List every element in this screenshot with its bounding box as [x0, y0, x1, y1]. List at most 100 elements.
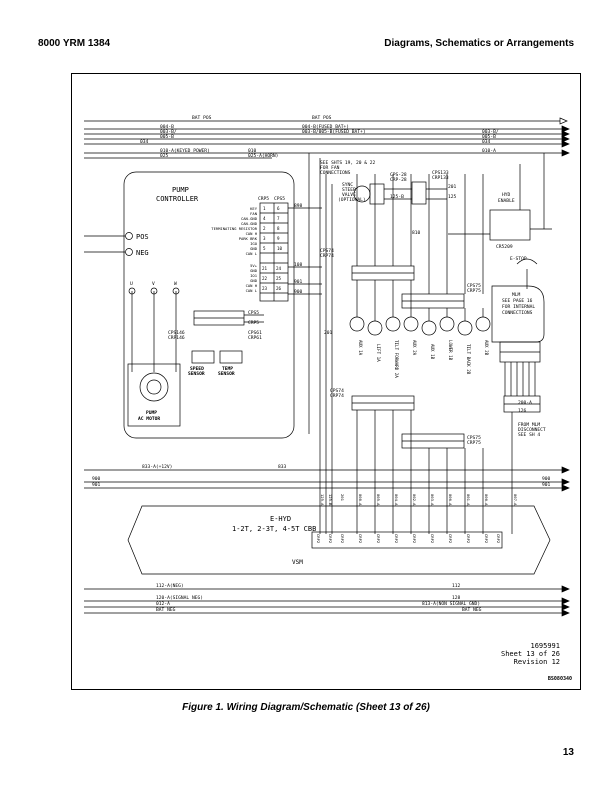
vsm-connector: CRP2 — [376, 534, 381, 543]
wire-label: 112 — [452, 583, 461, 589]
wire-label: 201 — [448, 184, 457, 190]
phase-label: V — [152, 281, 155, 287]
sensor-label: SPEED — [190, 366, 204, 372]
valve-label: TILT BACK 2B — [466, 344, 471, 375]
pin-number: 7 — [277, 216, 280, 221]
wire-label: 813-A(NON SIGNAL GND) — [422, 601, 480, 607]
wire-label: BAT POS — [312, 115, 332, 121]
sensor-label: SENSOR — [218, 371, 235, 377]
valve-label: AUX 1A — [358, 340, 363, 356]
note: SEE SHTS 19, 20 & 22 — [320, 160, 376, 166]
wire-label: 003-B/ — [160, 129, 177, 135]
wire-label: 125-B — [390, 194, 404, 200]
wire-label: 005-B — [482, 134, 496, 140]
vsm-wire: 125-B — [328, 494, 333, 506]
wire-label: 125 — [448, 194, 457, 200]
connector-label: CPS5 — [274, 196, 285, 202]
connector-label: CPS74 — [320, 248, 334, 254]
drawing-id: BS080340 — [548, 676, 572, 682]
connector-label: CRP75 — [467, 440, 481, 446]
wire-label: 112-A(NEG) — [156, 583, 184, 589]
phase-label: U — [130, 281, 133, 287]
vsm-connector: CRP2 — [496, 534, 501, 543]
valve-label: LOWER 1B — [448, 340, 453, 361]
note: HYD — [502, 192, 511, 198]
pin-label: CAN-GND — [241, 221, 258, 226]
running-header-left: 8000 YRM 1384 — [38, 38, 111, 49]
connector-label: CRP5 — [258, 196, 269, 202]
revision: Revision 12 — [514, 658, 560, 666]
note: ENABLE — [498, 198, 515, 204]
terminal-label: NEG — [136, 249, 149, 257]
connector-label: CRP5 — [248, 320, 259, 326]
vsm-wire: 800-A — [484, 494, 489, 506]
vsm-connector: CRP2 — [316, 534, 321, 543]
valve-label: LIFT 1A — [376, 344, 381, 362]
wire-label: 901 — [92, 482, 101, 488]
wire-label: 003-B/005-B(FUSED BAT+) — [302, 129, 366, 135]
valve-label: AUX 2A — [412, 340, 417, 356]
pin-number: 5 — [263, 246, 266, 251]
terminal-label: POS — [136, 233, 149, 241]
pin-number: 25 — [276, 276, 282, 281]
pin-label: GND — [250, 268, 258, 273]
connector-label: CRP75 — [467, 288, 481, 294]
running-header-right: Diagrams, Schematics or Arrangements — [384, 38, 574, 49]
wire-label: 201 — [324, 330, 333, 336]
pin-number: 1 — [263, 206, 266, 211]
controller-title: PUMP — [172, 186, 189, 194]
note: SEE PAGE 16 — [502, 298, 533, 304]
wire-label: 833-A(+12V) — [142, 464, 172, 470]
connector-label: CPS61 — [248, 330, 262, 336]
note: SEE SH 4 — [518, 432, 540, 438]
motor-label: PUMP — [146, 410, 157, 416]
wire-label: 010-A(KEYED POWER) — [160, 148, 210, 154]
drawing-number: 1695991 — [530, 642, 560, 650]
pin-label: GND — [250, 246, 258, 251]
wire-label: 004-B — [160, 124, 174, 130]
note: MLM — [512, 292, 521, 298]
pin-number: 10 — [277, 246, 283, 251]
connector-label: CPS75 — [467, 435, 481, 441]
note: VALVE — [342, 192, 356, 198]
wire-label: 025 — [160, 153, 169, 159]
connector-label: CPS133 — [432, 170, 449, 176]
connector-label: CPS75 — [467, 283, 481, 289]
vsm-label: VSM — [292, 559, 303, 566]
pin-label: CAN H — [246, 231, 258, 236]
wire-label: 833 — [278, 464, 287, 470]
note: E-STOP — [510, 256, 527, 262]
pin-number: 26 — [276, 286, 282, 291]
note: FOR INTERNAL — [502, 304, 535, 310]
valve-label: TILT FORWARD 2A — [394, 340, 399, 378]
pin-label: FAN — [250, 211, 258, 216]
vsm-connector: CRP2 — [340, 534, 345, 543]
connector-label: CPS146 — [168, 330, 185, 336]
wire-label: 003-B/ — [482, 129, 499, 135]
page-number: 13 — [562, 747, 574, 758]
wire-label: BAT POS — [192, 115, 212, 121]
pin-number: 4 — [263, 216, 266, 221]
vsm-wire: 201 — [340, 494, 345, 502]
pin-label: IGO — [250, 241, 258, 246]
note: SYNC — [342, 182, 353, 188]
wire-label: 810 — [412, 230, 421, 236]
note: FROM MLM — [518, 422, 540, 428]
pin-label: CAN-GND — [241, 216, 258, 221]
connector-label: CPS-28 — [390, 172, 407, 178]
sensor-label: TEMP — [222, 366, 233, 372]
pin-label: TERMINATING RESISTOR — [211, 226, 257, 231]
wire-label: 004-B(FUSED BAT+) — [302, 124, 349, 130]
wire-label: BAT NEG — [156, 607, 176, 613]
vsm-connector: CRP2 — [412, 534, 417, 543]
wire-label: 034 — [140, 139, 149, 145]
vsm-wire: 806-A — [448, 494, 453, 506]
note: DISCONNECT — [518, 427, 546, 433]
vsm-connector: CRP2 — [328, 534, 333, 543]
pin-number: 2 — [263, 226, 266, 231]
valve-label: AUX 1B — [430, 344, 435, 360]
pin-number: 9 — [277, 236, 280, 241]
note: STEER — [342, 187, 356, 193]
note: CONNECTIONS — [502, 310, 533, 316]
sheet-number: Sheet 13 of 26 — [501, 650, 560, 658]
